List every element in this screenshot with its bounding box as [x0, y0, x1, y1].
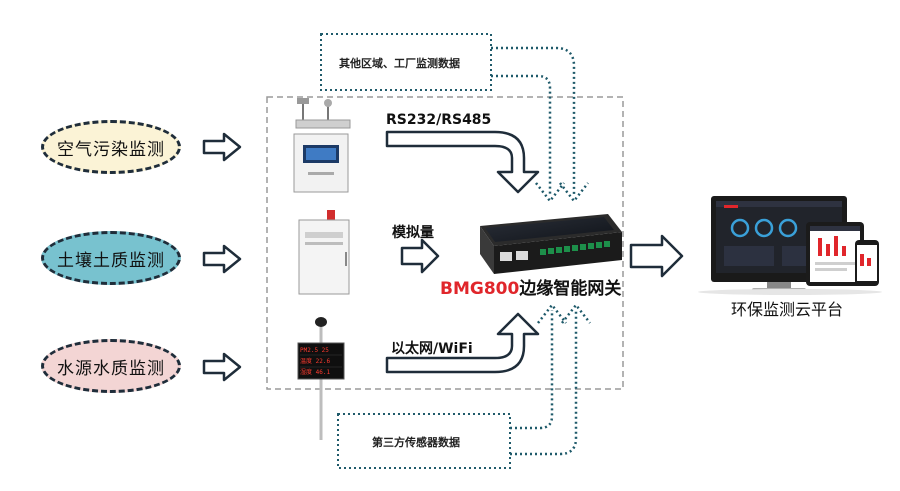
source-soil-label: 土壤土质监测 — [57, 250, 165, 271]
arrow-water — [202, 352, 242, 382]
gateway-name: 边缘智能网关 — [519, 279, 622, 299]
led-line: 湿度 46.1 — [300, 369, 331, 376]
gateway-label: BMG800边缘智能网关 — [440, 274, 621, 299]
system-boundary — [266, 96, 624, 390]
led-line: PM2.5 25 — [300, 347, 329, 354]
platform-devices — [711, 196, 879, 292]
source-water-quality: 水源水质监测 — [41, 339, 181, 393]
source-soil-quality: 土壤土质监测 — [41, 231, 181, 285]
link-label-analog: 模拟量 — [392, 225, 434, 241]
led-readout: PM2.5 25 温度 22.6 湿度 46.1 — [300, 345, 342, 378]
dotted-link-top — [491, 46, 589, 204]
arrow-platform — [629, 234, 684, 278]
source-water-label: 水源水质监测 — [57, 358, 165, 379]
arrow-soil — [202, 244, 242, 274]
gateway-model: BMG800 — [440, 279, 520, 299]
arrow-analog — [400, 238, 440, 274]
source-air-label: 空气污染监测 — [57, 139, 165, 160]
arrow-ethernet — [385, 312, 540, 374]
platform-label: 环保监测云平台 — [731, 300, 844, 319]
link-label-ethernet: 以太网/WiFi — [391, 341, 473, 357]
soil-monitor-device — [298, 210, 350, 295]
source-arrows — [202, 132, 242, 382]
source-air-pollution: 空气污染监测 — [41, 120, 181, 174]
water-monitor-device — [297, 317, 345, 440]
third-party-label: 第三方传感器数据 — [372, 436, 460, 449]
dotted-link-bottom — [510, 302, 567, 430]
other-region-label: 其他区域、工厂监测数据 — [339, 57, 460, 70]
gateway-device — [480, 214, 622, 274]
arrow-rs — [385, 130, 540, 194]
dotted-link-bottom-outer — [510, 302, 591, 456]
led-line: 温度 22.6 — [300, 358, 331, 365]
platform-shadow — [698, 289, 882, 295]
dotted-link-top-inner — [491, 74, 565, 204]
other-region-box — [320, 33, 492, 91]
air-monitor-device — [293, 98, 351, 193]
third-party-box — [337, 413, 511, 469]
link-label-rs: RS232/RS485 — [386, 112, 492, 128]
arrow-air — [202, 132, 242, 162]
